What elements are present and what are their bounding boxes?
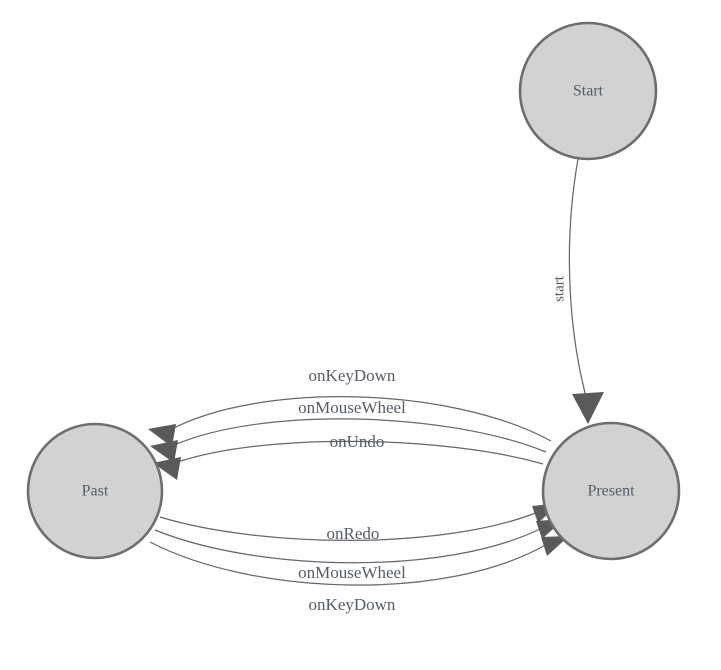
edge-label-on-redo: onRedo [327,524,380,543]
edge-on-key-down-lower[interactable] [149,536,569,586]
edge-label-on-key-down-upper: onKeyDown [309,366,396,385]
edge-start[interactable] [568,158,604,424]
edge-path-on-mouse-wheel-upper [171,418,547,453]
node-present[interactable]: Present [541,421,681,561]
edge-label-on-key-down-lower: onKeyDown [309,595,396,614]
node-start-label: Start [573,83,604,100]
edge-path-start [568,158,589,405]
arrowhead-icon [150,440,178,463]
edge-path-on-key-down-lower [149,541,548,586]
arrowhead-icon [572,392,604,424]
edge-label-start: start [551,275,567,302]
edge-path-on-undo [174,440,544,465]
edge-label-on-mouse-wheel-lower: onMouseWheel [298,563,406,582]
edge-label-on-undo: onUndo [330,432,385,451]
node-past-label: Past [82,483,109,500]
arrowhead-icon [153,457,181,480]
arrowhead-icon [148,424,176,447]
node-start[interactable]: Start [518,21,658,161]
edge-on-undo[interactable] [153,440,544,480]
edge-path-on-mouse-wheel-lower [154,527,543,564]
node-present-circle [541,421,681,561]
edge-on-key-down-upper[interactable] [148,396,552,447]
arrowhead-icon [541,536,569,556]
node-present-label: Present [587,483,635,500]
node-start-circle [518,21,658,161]
node-past-circle [26,422,164,560]
edge-path-on-key-down-upper [169,396,552,442]
edge-label-on-mouse-wheel-upper: onMouseWheel [298,398,406,417]
node-past[interactable]: Past [26,422,164,560]
edge-path-on-redo [159,511,539,541]
edge-on-mouse-wheel-upper[interactable] [150,418,547,463]
